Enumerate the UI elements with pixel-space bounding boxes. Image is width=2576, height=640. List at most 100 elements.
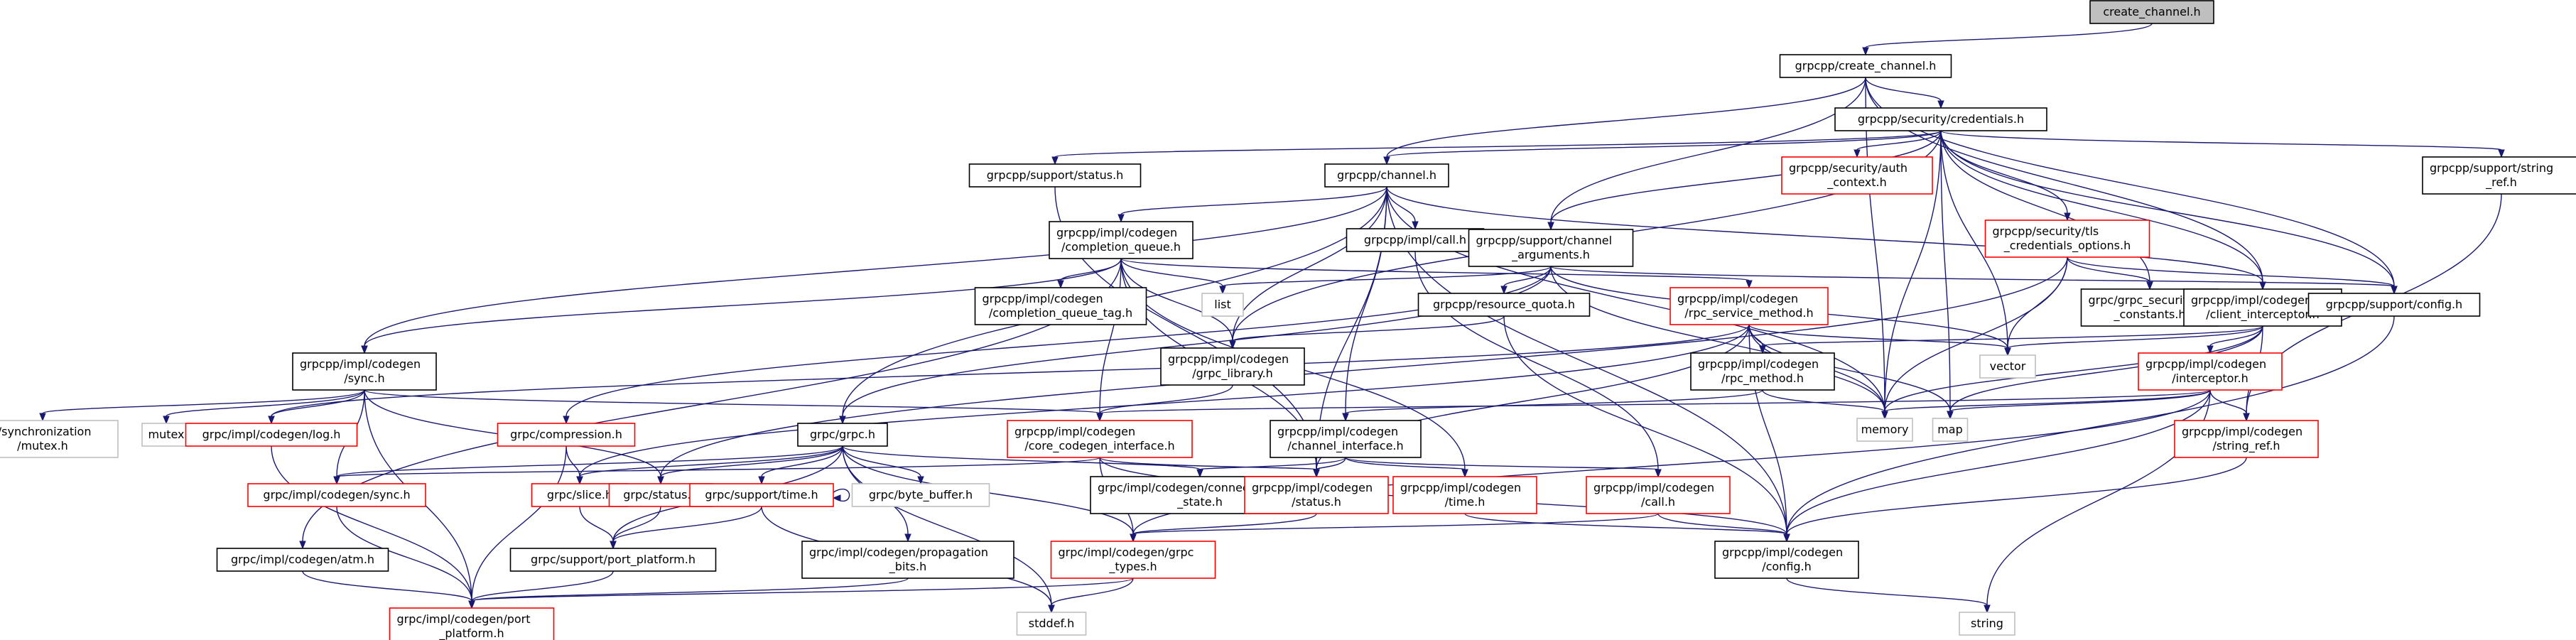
- node-list[interactable]: list: [1201, 293, 1244, 317]
- node-vector[interactable]: vector: [1979, 354, 2036, 379]
- node-cq-tag[interactable]: grpcpp/impl/codegen/completion_queue_tag…: [974, 287, 1147, 325]
- edge-arrowhead: [917, 476, 924, 485]
- edge-line: [1762, 389, 1885, 412]
- node-label: grpcpp/impl/codegen: [300, 357, 421, 371]
- edge-line: [1120, 186, 1387, 215]
- node-mutex[interactable]: mutex: [141, 423, 191, 447]
- node-label: grpc/slice.h: [547, 488, 612, 501]
- node-auth-context[interactable]: grpcpp/security/auth_context.h: [1781, 156, 1933, 195]
- edge-line: [271, 389, 365, 417]
- node-codegen-time[interactable]: grpcpp/impl/codegen/time.h: [1392, 476, 1537, 514]
- edge-line: [1884, 256, 2068, 412]
- edge-grpcpp-create-channel-to-channel: [1383, 77, 1866, 166]
- node-box: [509, 548, 717, 572]
- node-port-platform-support[interactable]: grpc/support/port_platform.h: [509, 548, 717, 572]
- node-core-codegen-interface[interactable]: grpcpp/impl/codegen/core_codegen_interfa…: [1007, 420, 1193, 458]
- node-interceptor[interactable]: grpcpp/impl/codegen/interceptor.h: [2138, 352, 2283, 391]
- node-label: stddef.h: [1029, 617, 1074, 630]
- node-label: /rpc_service_method.h: [1684, 306, 1813, 320]
- node-tls-options[interactable]: grpcpp/security/tls_credentials_options.…: [1984, 219, 2150, 258]
- node-sync[interactable]: grpcpp/impl/codegen/sync.h: [292, 352, 437, 391]
- edge-credentials-to-client-interceptor: [1940, 130, 2266, 291]
- node-rpc-method[interactable]: grpcpp/impl/codegen/rpc_method.h: [1690, 352, 1835, 391]
- edge-arrowhead: [1313, 469, 1320, 478]
- edge-line: [1856, 130, 1942, 151]
- node-completion-queue[interactable]: grpcpp/impl/codegen/completion_queue.h: [1049, 221, 1194, 259]
- edge-line: [1786, 577, 1988, 606]
- node-port-platform-codegen[interactable]: grpc/impl/codegen/port_platform.h: [389, 607, 555, 640]
- node-string[interactable]: string: [1959, 612, 2015, 636]
- node-channel-arguments[interactable]: grpcpp/support/channel_arguments.h: [1468, 229, 1634, 267]
- node-memory[interactable]: memory: [1856, 418, 1913, 442]
- node-box: [1160, 347, 1305, 386]
- node-label: grpc/support/port_platform.h: [531, 553, 696, 567]
- edge-tls-options-to-grpc-security-constants: [2067, 256, 2153, 291]
- node-grpc-h[interactable]: grpc/grpc.h: [797, 423, 888, 447]
- node-channel[interactable]: grpcpp/channel.h: [1324, 163, 1449, 188]
- node-label: grpc/impl/codegen/sync.h: [263, 488, 410, 501]
- node-support-time[interactable]: grpc/support/time.h: [689, 483, 834, 507]
- edge-line: [1786, 315, 2395, 535]
- node-label: /core_codegen_interface.h: [1024, 439, 1174, 453]
- node-label: /mutex.h: [17, 439, 68, 452]
- node-atm[interactable]: grpc/impl/codegen/atm.h: [216, 548, 389, 572]
- node-string-ref-codegen[interactable]: grpcpp/impl/codegen/string_ref.h: [2174, 420, 2319, 458]
- node-codegen-call[interactable]: grpcpp/impl/codegen/call.h: [1586, 476, 1731, 514]
- node-credentials[interactable]: grpcpp/security/credentials.h: [1834, 107, 2047, 131]
- node-box: [292, 352, 437, 391]
- node-byte-buffer[interactable]: grpc/byte_buffer.h: [851, 483, 990, 507]
- edge-line: [2007, 256, 2068, 349]
- node-box: [689, 483, 834, 507]
- node-label: grpcpp/channel.h: [1337, 168, 1436, 182]
- edge-arrowhead: [2391, 286, 2398, 295]
- node-compression[interactable]: grpc/compression.h: [497, 423, 636, 447]
- edge-line: [271, 324, 1750, 417]
- node-codegen-sync[interactable]: grpc/impl/codegen/sync.h: [247, 483, 426, 507]
- edge-arrowhead: [1096, 413, 1103, 422]
- edge-line: [302, 570, 472, 602]
- edge-arrowhead: [2259, 281, 2266, 291]
- node-propagation-bits[interactable]: grpc/impl/codegen/propagation_bits.h: [801, 541, 1014, 579]
- edge-line: [364, 258, 1122, 347]
- node-map[interactable]: map: [1932, 418, 1969, 442]
- edge-compression-to-port-platform-codegen: [468, 445, 567, 609]
- edge-line: [336, 506, 472, 602]
- edge-arrowhead: [1383, 156, 1390, 166]
- edge-interceptor-to-core-codegen-interface: [1096, 389, 2211, 422]
- node-label: grpcpp/impl/codegen: [1677, 292, 1798, 305]
- node-impl-call[interactable]: grpcpp/impl/call.h: [1346, 228, 1485, 252]
- node-grpcpp-create-channel[interactable]: grpcpp/create_channel.h: [1779, 54, 1952, 78]
- node-label: grpc/impl/codegen/connectivity: [1098, 481, 1277, 494]
- node-box: [2422, 156, 2576, 195]
- edge-channel-arguments-to-resource-quota: [1500, 266, 1552, 295]
- node-resource-quota[interactable]: grpcpp/resource_quota.h: [1417, 293, 1591, 317]
- edge-line: [1099, 457, 1317, 470]
- node-label: /channel_interface.h: [1287, 439, 1403, 453]
- edge-credentials-to-support-status: [1051, 130, 1942, 166]
- node-stddef[interactable]: stddef.h: [1016, 612, 1087, 636]
- node-absl-mutex[interactable]: absl/synchronization/mutex.h: [0, 420, 119, 458]
- edge-channel-interface-to-codegen-call: [1345, 457, 1662, 478]
- node-rpc-service-method[interactable]: grpcpp/impl/codegen/rpc_service_method.h: [1669, 287, 1829, 325]
- node-grpc-library[interactable]: grpcpp/impl/codegen/grpc_library.h: [1160, 347, 1305, 386]
- node-label: grpcpp/impl/codegen: [1277, 425, 1398, 438]
- edge-line: [1132, 513, 1317, 535]
- node-box: [1959, 612, 2015, 636]
- node-codegen-config[interactable]: grpcpp/impl/codegen/config.h: [1714, 541, 1859, 579]
- edge-grpc-h-to-support-time: [758, 445, 843, 485]
- node-label: grpcpp/impl/codegen: [1252, 481, 1373, 494]
- edge-credentials-to-auth-context: [1853, 130, 1942, 158]
- node-string-ref-support[interactable]: grpcpp/support/string_ref.h: [2422, 156, 2576, 195]
- node-log[interactable]: grpc/impl/codegen/log.h: [185, 423, 358, 447]
- node-box: [1586, 476, 1731, 514]
- node-grpc-types[interactable]: grpc/impl/codegen/grpc_types.h: [1050, 541, 1216, 579]
- node-label: grpcpp/impl/codegen: [1722, 546, 1843, 559]
- node-box: [216, 548, 389, 572]
- edge-channel-interface-to-codegen-time: [1345, 457, 1468, 478]
- node-support-config[interactable]: grpcpp/support/config.h: [2307, 293, 2481, 317]
- node-box: [1244, 476, 1389, 514]
- node-support-status[interactable]: grpcpp/support/status.h: [968, 163, 1142, 188]
- node-channel-interface[interactable]: grpcpp/impl/codegen/channel_interface.h: [1270, 420, 1422, 458]
- node-codegen-status[interactable]: grpcpp/impl/codegen/status.h: [1244, 476, 1389, 514]
- node-label: grpcpp/resource_quota.h: [1433, 298, 1575, 312]
